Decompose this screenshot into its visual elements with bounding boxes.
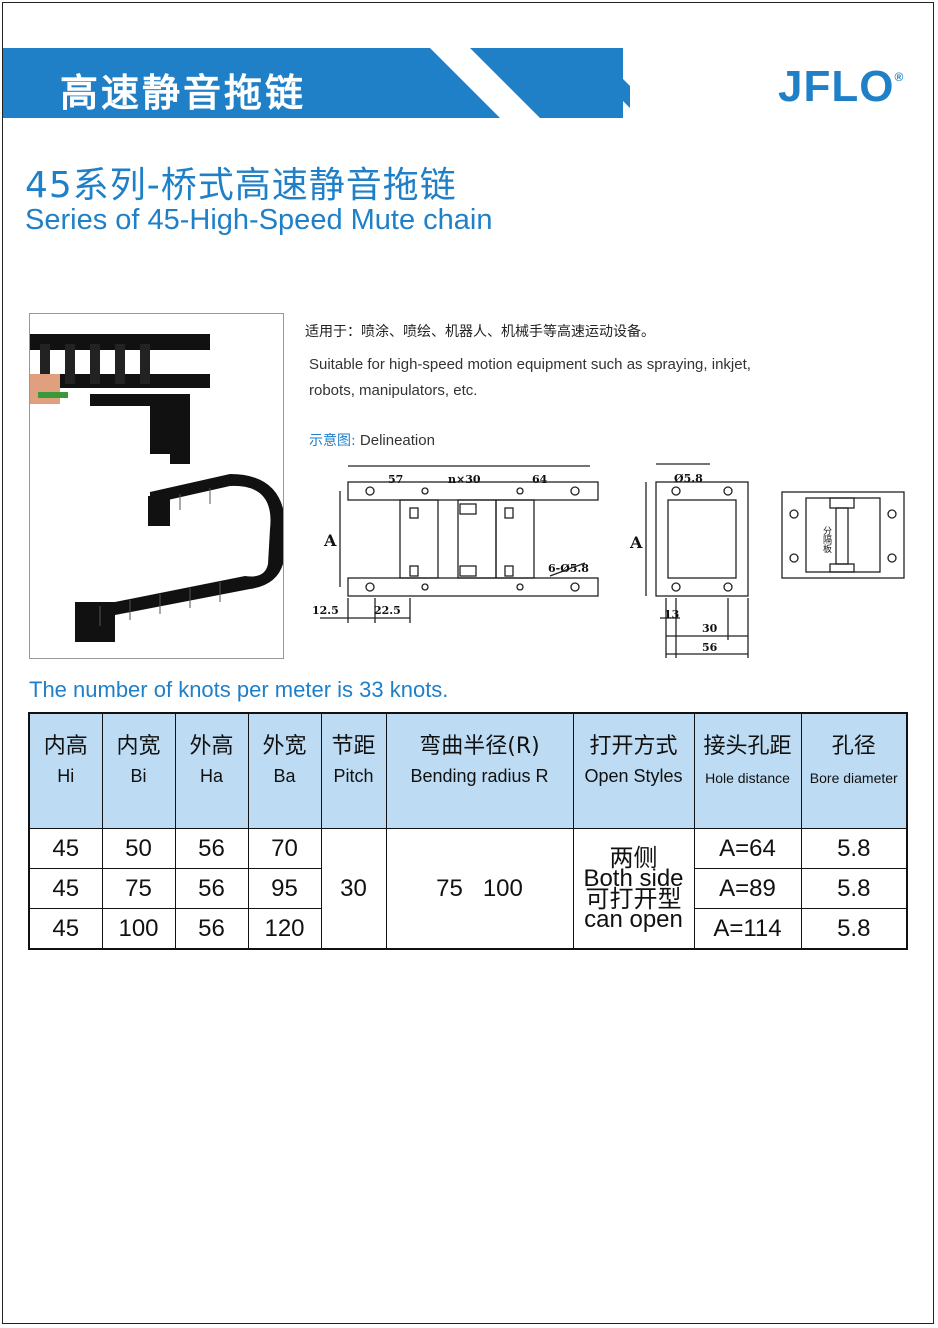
cell-ba: 70 [247,828,322,869]
cell-hi: 45 [28,828,103,869]
registered-mark: ® [894,70,905,85]
dim-56: 56 [702,641,718,654]
dim-64: 64 [532,473,548,486]
header-bending-radius: 弯曲半径(R)Bending radius R [385,712,574,829]
dim-A-side: A [323,531,337,550]
cell-ba: 120 [247,908,322,950]
dim-13: 13 [664,608,679,621]
cell-bending-radius: 75 100 [385,828,574,950]
table-row: 45 100 56 120 A=114 5.8 [28,908,908,950]
side-view [320,465,599,623]
cell-hi: 45 [28,908,103,950]
page-title-en: Series of 45-High-Speed Mute chain [25,204,493,236]
delineation-cn: 示意图: [309,433,356,449]
cell-ha: 56 [174,868,249,909]
cell-hi: 45 [28,868,103,909]
cell-ha: 56 [174,908,249,950]
table-row: 45 50 56 70 30 75 100 两侧 Both side 可打开型 … [28,828,908,950]
open-style-cn-1: 两侧 [609,843,658,872]
dim-22-5: 22.5 [374,604,401,617]
dim-A-front: A [629,533,643,552]
dim-n-x-30: n×30 [448,473,481,486]
description-cn: 适用于：喷涂、喷绘、机器人、机械手等高速运动设备。 [305,324,655,340]
delineation-en: Delineation [359,432,435,449]
dim-12-5: 12.5 [312,604,339,617]
dim-30: 30 [702,622,718,635]
brand-name: JFLO [778,62,895,111]
divider-label: 分隔板 [821,526,832,554]
cell-bi: 75 [101,868,176,909]
cell-bore: 5.8 [800,868,908,909]
cell-open-style: 两侧 Both side 可打开型 can open [572,828,695,950]
cell-bi: 50 [101,828,176,869]
cell-bore: 5.8 [800,908,908,950]
page-title-cn: 45系列-桥式高速静音拖链 [25,165,457,206]
front-view [645,463,749,658]
cell-ha: 56 [174,828,249,869]
knots-per-meter: The number of knots per meter is 33 knot… [29,677,449,702]
divider-view [781,491,905,579]
dim-holes: 6-Ø5.8 [548,562,589,575]
table-row: 45 75 56 95 A=89 5.8 [28,868,908,909]
technical-drawing: 57 n×30 64 A 6-Ø5.8 12.5 22.5 Ø5.8 A 13 … [312,463,905,658]
brand-logo: JFLO® [778,62,904,112]
dim-bore: Ø5.8 [674,472,703,485]
cell-hole-distance: A=89 [693,868,802,909]
cell-bore: 5.8 [800,828,908,869]
product-photo [29,313,284,659]
cell-hole-distance: A=64 [693,828,802,869]
cell-hole-distance: A=114 [693,908,802,950]
banner-title: 高速静音拖链 [60,71,307,115]
banner-stripes [430,48,630,118]
open-style-en-2: can open [584,905,683,933]
dim-57: 57 [388,473,403,486]
cell-pitch: 30 [320,828,387,950]
description-en: Suitable for high-speed motion equipment… [309,356,751,399]
delineation-label: 示意图: Delineation [309,430,435,450]
cell-bi: 100 [101,908,176,950]
cell-ba: 95 [247,868,322,909]
open-style-cn-2: 可打开型 [585,884,682,913]
drag-chain-illustration [30,334,283,642]
open-style-en-1: Both side [583,864,684,892]
